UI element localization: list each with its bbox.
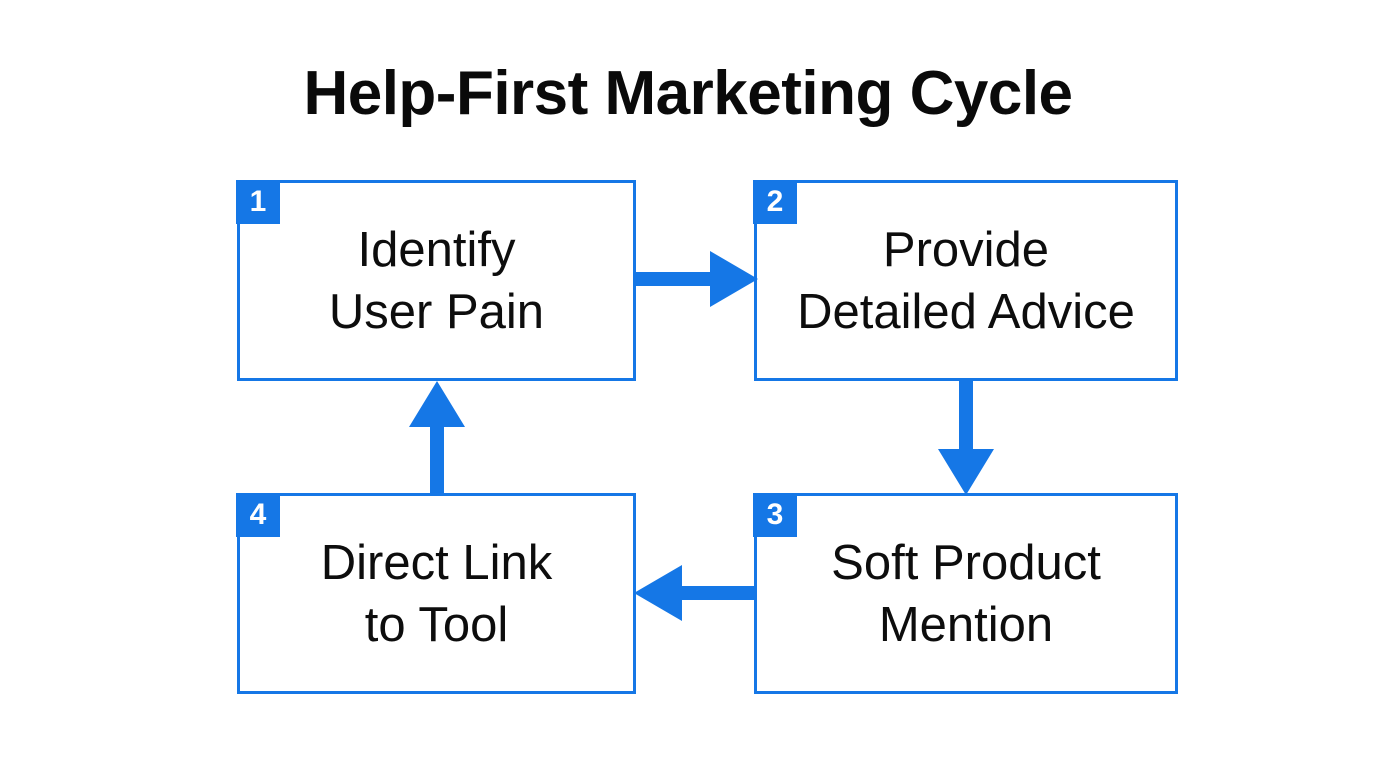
arrow-up-icon-4-to-1 — [409, 381, 465, 495]
step-badge-4: 4 — [236, 493, 280, 537]
node-label-2: Provide Detailed Advice — [797, 222, 1135, 339]
node-label-4: Direct Link to Tool — [320, 535, 553, 652]
arrow-right-icon-1-to-2 — [636, 251, 758, 307]
node-box-3[interactable]: Soft Product Mention — [754, 493, 1178, 694]
step-badge-2: 2 — [753, 180, 797, 224]
arrow-down-icon-2-to-3 — [938, 381, 994, 495]
node-box-2[interactable]: Provide Detailed Advice — [754, 180, 1178, 381]
node-label-3: Soft Product Mention — [831, 535, 1101, 652]
node-label-1: Identify User Pain — [328, 222, 545, 339]
arrow-left-icon-3-to-4 — [634, 565, 756, 621]
step-badge-1: 1 — [236, 180, 280, 224]
page-title: Help-First Marketing Cycle — [303, 59, 1073, 128]
node-box-1[interactable]: Identify User Pain — [237, 180, 636, 381]
step-badge-3: 3 — [753, 493, 797, 537]
node-box-4[interactable]: Direct Link to Tool — [237, 493, 636, 694]
